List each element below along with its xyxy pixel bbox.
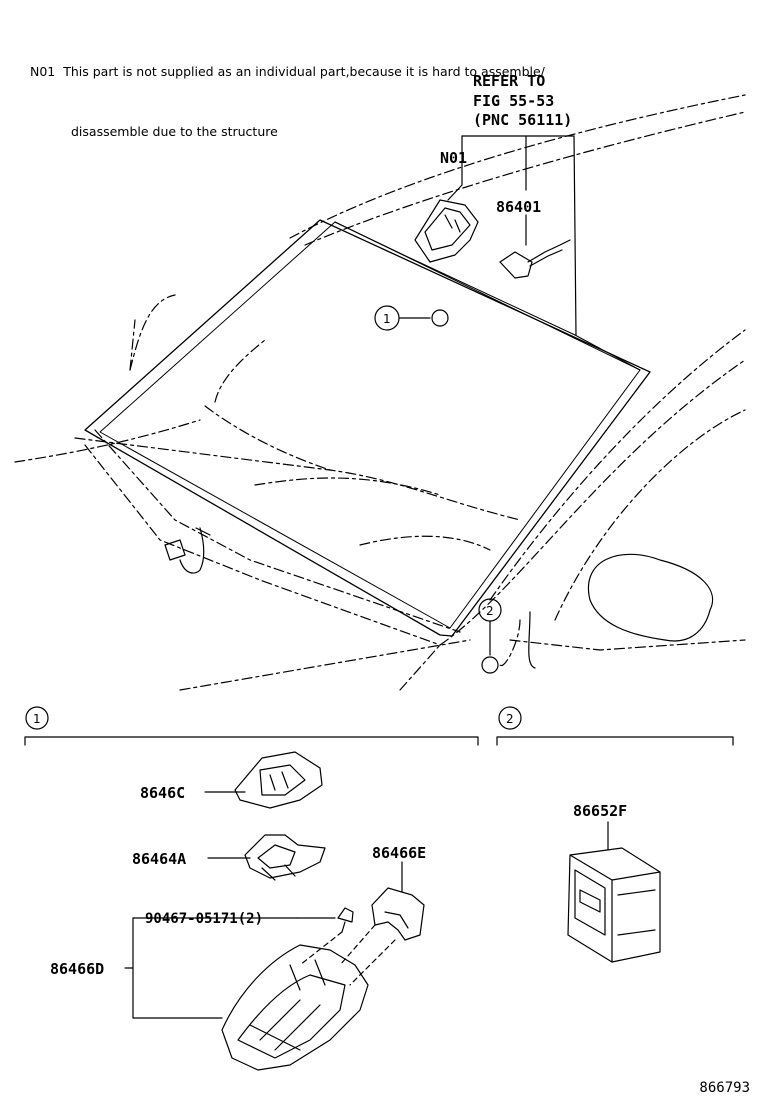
label-8646C: 8646C [140, 784, 185, 802]
p86466D-bracket [132, 917, 223, 1019]
circle1-marker [374, 305, 400, 331]
refer-line3: (PNC 56111) [473, 111, 572, 129]
label-86401: 86401 [496, 198, 541, 216]
footnote-code: N01 [30, 64, 56, 79]
label-86464A: 86464A [132, 850, 186, 868]
section-1-number: 1 [33, 712, 41, 726]
label-86466D: 86466D [50, 960, 104, 978]
part-86466E [371, 887, 425, 941]
section-2-marker [498, 706, 522, 730]
n01-leader [447, 149, 463, 201]
section-1-bracket [24, 706, 479, 746]
circle2-target-ring [481, 656, 499, 674]
refer-bracket [461, 135, 577, 336]
refer-line1: REFER TO [473, 72, 545, 90]
label-n01: N01 [440, 149, 467, 167]
windshield [84, 219, 651, 637]
car-body-outline [14, 94, 746, 691]
label-86466E: 86466E [372, 844, 426, 862]
part-90467-clip [337, 907, 354, 933]
section-2-bracket [496, 706, 734, 746]
circle1-target-ring [431, 309, 449, 327]
label-90467-05171: 90467-05171(2) [145, 911, 263, 927]
circle1-number: 1 [383, 312, 391, 326]
part-86464A [244, 834, 326, 881]
footnote: N01 This part is not supplied as an indi… [30, 22, 545, 162]
part-86466D [221, 944, 369, 1071]
footnote-text-line2: disassemble due to the structure [71, 124, 278, 139]
label-86652F: 86652F [573, 802, 627, 820]
section-1-marker [25, 706, 49, 730]
part-8646C [234, 751, 323, 809]
part-86652F [567, 847, 661, 963]
part-86401 [499, 239, 571, 279]
circle2-number: 2 [486, 604, 494, 618]
footnote-text-line1: This part is not supplied as an individu… [63, 64, 545, 79]
bracket-n01-part [414, 199, 479, 263]
refer-line2: FIG 55-53 [473, 92, 554, 110]
diagram-id: 866793 [699, 1080, 750, 1096]
assembly-dashes [299, 924, 396, 986]
sensor-harness-left [164, 527, 211, 574]
section-2-number: 2 [506, 712, 514, 726]
side-mirror [528, 553, 714, 669]
